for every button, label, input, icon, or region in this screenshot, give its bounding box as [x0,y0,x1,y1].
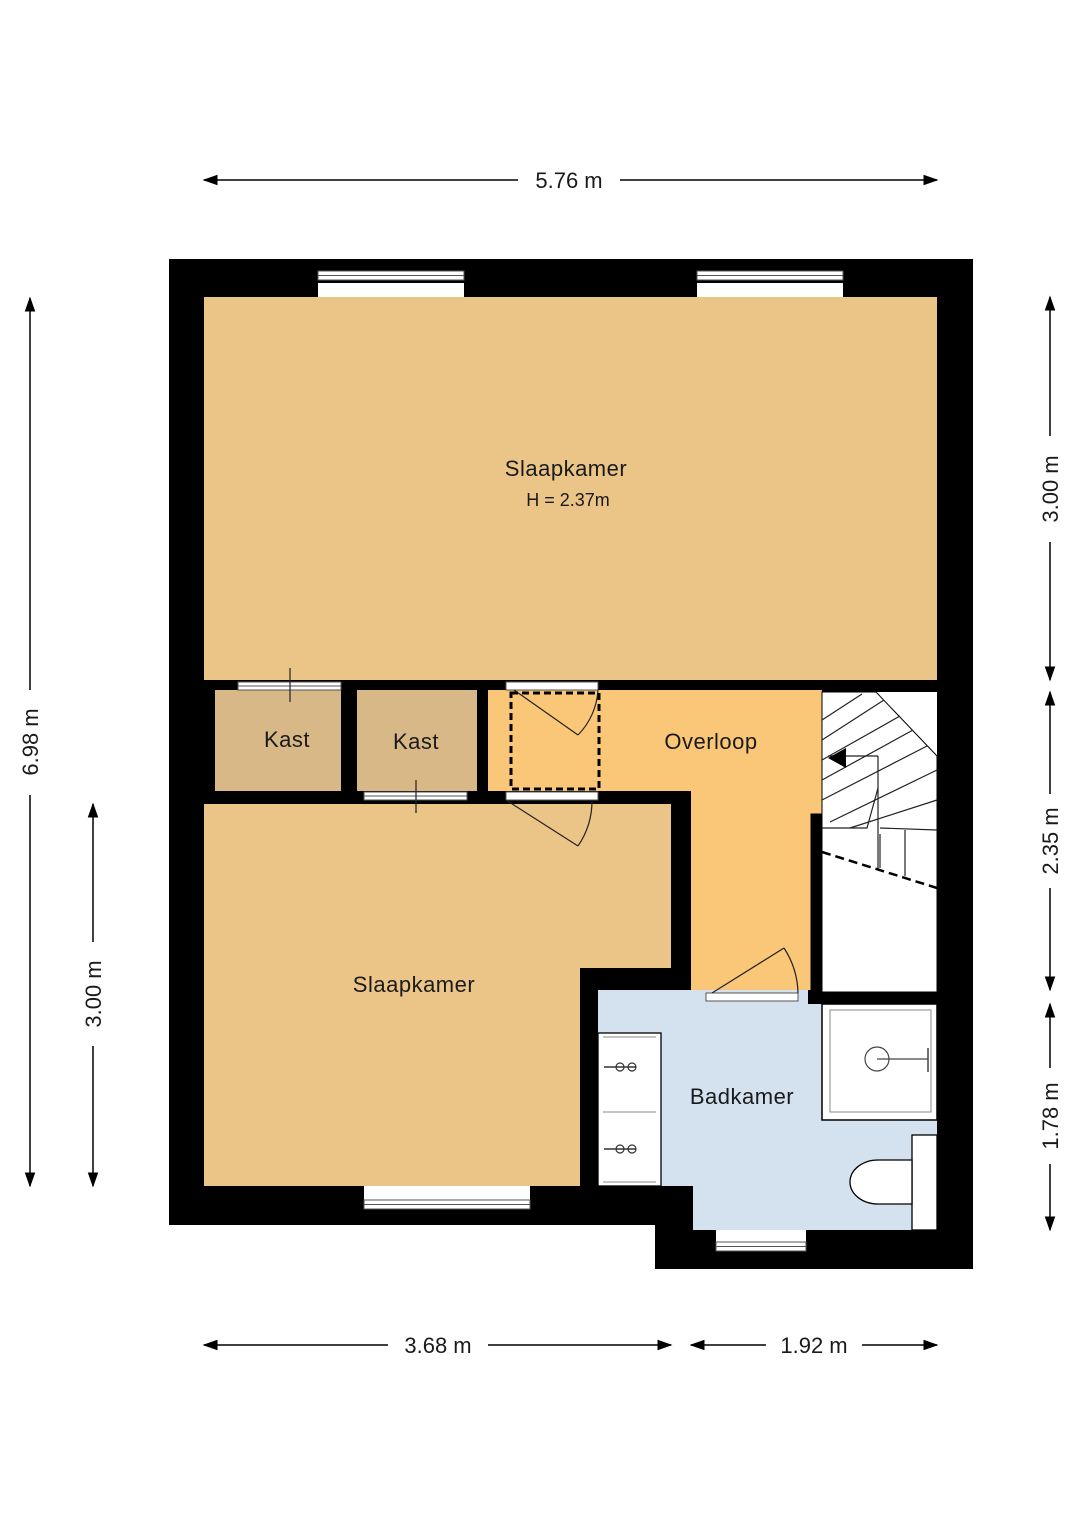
closet-2-sliding-door [363,780,468,813]
room-label-closet-1: Kast [264,727,310,752]
dimension-right-bottom: 1.78 m [1038,1082,1063,1149]
room-label-bathroom: Badkamer [690,1084,794,1109]
room-label-bedroom-top: Slaapkamer [505,456,627,481]
windows [317,270,844,1252]
double-sink [597,1032,662,1187]
dimension-left-bottom: 3.00 m [81,960,106,1027]
dimension-total-width: 5.76 m [535,168,602,193]
dimension-total-depth: 6.98 m [18,708,43,775]
attic-hatch [509,691,601,791]
window-top-left [317,270,465,297]
bathroom-door [705,947,799,1002]
room-height-label: H = 2.37m [526,490,610,510]
room-label-landing: Overloop [664,729,757,754]
floor-landing [488,690,822,990]
floor-closet-2 [357,690,477,791]
floor-bedroom-bottom [204,804,671,1186]
bathroom-fixtures [597,1003,938,1231]
window-bottom-bathroom [715,1230,807,1252]
bedroom-bottom-door [505,791,599,847]
stair-arrow [828,748,846,768]
room-label-bedroom-bottom: Slaapkamer [353,972,475,997]
dimension-bottom-left: 3.68 m [404,1333,471,1358]
floor-bedroom-top [204,297,937,680]
staircase [821,691,938,993]
floor-closet-1 [215,690,341,791]
room-labels: Slaapkamer H = 2.37m Kast Kast Overloop … [264,456,794,1109]
room-label-closet-2: Kast [393,729,439,754]
closet-1-sliding-door [237,668,342,702]
partitions [341,690,937,1004]
dimension-right-top: 3.00 m [1038,455,1063,522]
shower [821,1003,938,1121]
dimension-bottom-right: 1.92 m [780,1333,847,1358]
dimension-right-middle: 2.35 m [1038,807,1063,874]
window-top-right [696,270,844,297]
window-bottom-bedroom [363,1186,531,1210]
dimension-lines: 5.76 m 6.98 m 3.00 m 3.00 m 2.35 m 1.78 … [18,168,1063,1358]
toilet [849,1134,938,1231]
doors [237,668,799,1002]
